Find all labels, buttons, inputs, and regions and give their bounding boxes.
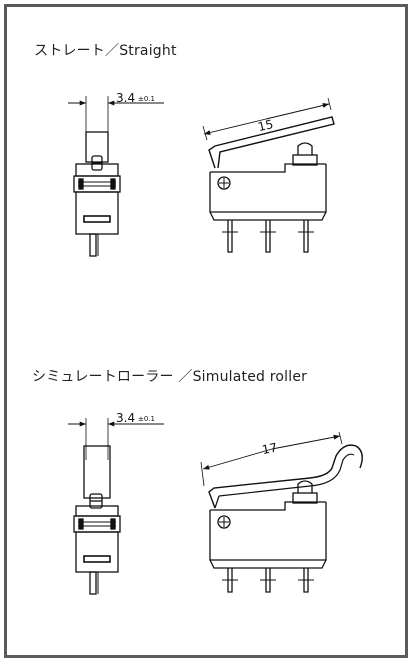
roller-side-tolerance: ±0.1	[138, 415, 155, 423]
straight-lever-dimension: 15	[257, 117, 275, 134]
roller-side-dimension: 3.4	[116, 411, 135, 425]
straight-front-view	[202, 97, 335, 253]
drawing-frame	[4, 4, 408, 658]
roller-lever-dimension: 17	[261, 440, 279, 457]
roller-front-view	[200, 431, 363, 593]
section-heading-simulated-roller: シミュレートローラー ／Simulated roller	[32, 369, 308, 385]
straight-side-view	[68, 96, 164, 257]
roller-side-view	[68, 418, 164, 595]
section-heading-straight: ストレート／Straight	[34, 43, 177, 59]
straight-side-tolerance: ±0.1	[138, 95, 155, 103]
straight-side-dimension: 3.4	[116, 91, 135, 105]
